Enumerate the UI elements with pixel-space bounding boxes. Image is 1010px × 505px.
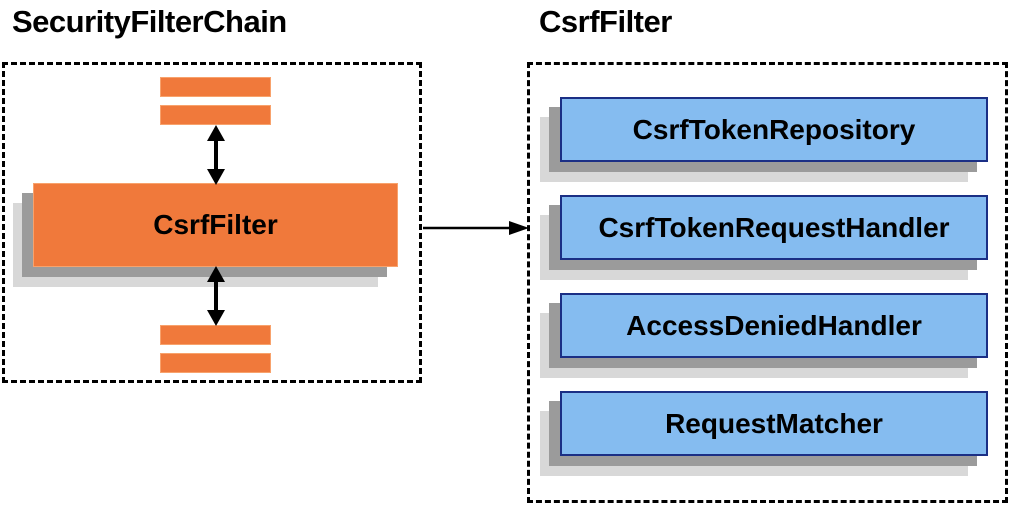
component-label: CsrfTokenRepository [632,113,916,145]
component-csrf-token-repository: CsrfTokenRepository [560,97,988,162]
component-label: CsrfTokenRequestHandler [598,211,950,243]
filter-placeholder-bar-top-1 [160,77,271,97]
security-filter-chain-boundary [2,62,422,383]
csrf-filter-boundary [527,62,1008,503]
filter-placeholder-bar-bottom-2 [160,353,271,373]
csrf-filter-node: CsrfFilter [33,183,398,267]
component-csrf-token-request-handler: CsrfTokenRequestHandler [560,195,988,260]
csrf-filter-node-label: CsrfFilter [153,209,278,240]
filter-placeholder-bar-top-2 [160,105,271,125]
double-arrow-bottom-icon [207,266,225,326]
component-label: RequestMatcher [665,407,883,439]
security-filter-chain-title: SecurityFilterChain [12,4,287,39]
filter-placeholder-bar-bottom-1 [160,325,271,345]
connector-arrow-icon [423,221,529,235]
component-access-denied-handler: AccessDeniedHandler [560,293,988,358]
csrf-filter-title: CsrfFilter [539,4,672,39]
component-label: AccessDeniedHandler [626,309,922,341]
double-arrow-top-icon [207,125,225,185]
component-request-matcher: RequestMatcher [560,391,988,456]
